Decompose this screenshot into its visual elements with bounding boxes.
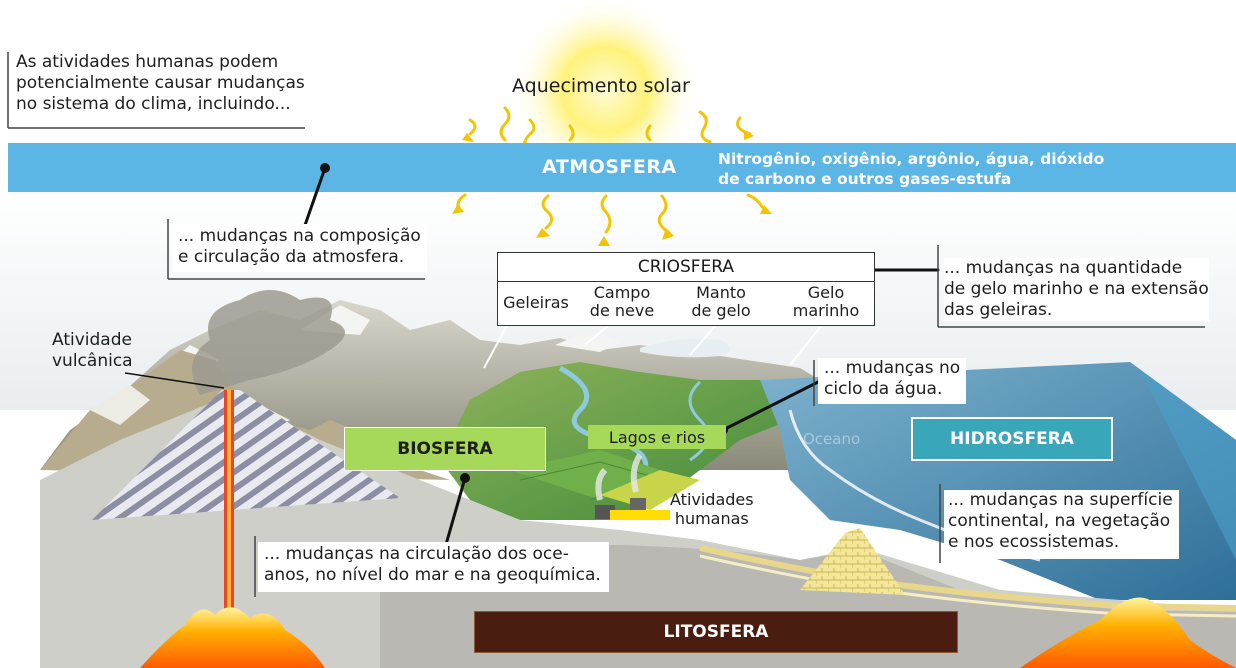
cryo-part-sea-ice: Gelo marinho	[786, 284, 866, 320]
cryo-snow-line-1: Campo	[593, 283, 651, 302]
volcanic-activity-label: Atividade vulcânica	[52, 330, 133, 372]
callout-water-cycle-change: ... mudanças no ciclo da água.	[818, 358, 967, 404]
cryo-snow-line-2: de neve	[589, 301, 655, 320]
atmosphere-composition-line-1: Nitrogênio, oxigênio, argônio, água, dió…	[718, 150, 1105, 168]
atmosphere-composition-line-2: de carbono e outros gases-estufa	[718, 170, 1012, 188]
callout-atmosphere-change: ... mudanças na composição e circulação …	[172, 224, 427, 272]
atmosphere-composition: Nitrogênio, oxigênio, argônio, água, dió…	[718, 149, 1104, 189]
callout-continent-line-2: continental, na vegetação	[948, 511, 1171, 531]
callout-continent-line-3: e nos ecossistemas.	[948, 532, 1120, 552]
sun-label: Aquecimento solar	[512, 75, 690, 97]
callout-continent-change: ... mudanças na superfície continental, …	[944, 490, 1179, 559]
callout-ocean-line-1: ... mudanças na circulação dos oce-	[264, 544, 569, 564]
callout-atmosphere-line-2: e circulação da atmosfera.	[178, 247, 405, 267]
cryo-part-snow-field: Campo de neve	[585, 284, 659, 320]
cryo-seaice-line-2: marinho	[792, 301, 860, 320]
lakes-rivers-label: Lagos e rios	[588, 425, 726, 449]
intro-line-1: As atividades humanas podem	[16, 52, 279, 72]
cryo-part-ice-sheet: Manto de gelo	[684, 284, 758, 320]
callout-atmosphere-line-1: ... mudanças na composição	[178, 226, 421, 246]
cryosphere-title: CRIOSFERA	[498, 253, 874, 282]
cryo-icesheet-line-2: de gelo	[691, 301, 751, 320]
callout-ocean-line-2: anos, no nível do mar e na geoquímica.	[264, 565, 601, 585]
callout-cryo-line-1: ... mudanças na quantidade	[944, 258, 1183, 278]
cryosphere-box: CRIOSFERA	[497, 252, 875, 326]
human-activities-line-2: humanas	[674, 509, 749, 528]
cryo-icesheet-line-1: Manto	[696, 283, 746, 302]
callout-continent-line-1: ... mudanças na superfície	[948, 490, 1173, 510]
human-activities-label: Atividades humanas	[670, 490, 754, 528]
biosphere-label: BIOSFERA	[344, 427, 546, 471]
intro-line-3: no sistema do clima, incluindo...	[16, 94, 291, 114]
cryo-seaice-line-1: Gelo	[807, 283, 845, 302]
volcanic-line-1: Atividade	[52, 330, 132, 350]
intro-text: As atividades humanas podem potencialmen…	[16, 52, 305, 115]
volcanic-line-2: vulcânica	[52, 351, 133, 371]
callout-ocean-change: ... mudanças na circulação dos oce- anos…	[258, 542, 609, 592]
human-activities-line-1: Atividades	[670, 490, 754, 509]
cryo-part-glaciers: Geleiras	[500, 294, 572, 312]
callout-cryo-line-2: de gelo marinho e na extensão	[944, 279, 1209, 299]
lithosphere-label: LITOSFERA	[474, 611, 958, 653]
callout-water-line-2: ciclo da água.	[824, 379, 943, 399]
callout-water-line-1: ... mudanças no	[824, 358, 961, 378]
callout-cryo-line-3: das geleiras.	[944, 300, 1053, 320]
cryo-glaciers-label: Geleiras	[503, 293, 569, 312]
ocean-label: Oceano	[803, 430, 861, 448]
callout-cryosphere-change: ... mudanças na quantidade de gelo marin…	[944, 258, 1209, 321]
hydrosphere-label: HIDROSFERA	[911, 417, 1113, 461]
intro-line-2: potencialmente causar mudanças	[16, 73, 305, 93]
atmosphere-title: ATMOSFERA	[542, 156, 677, 178]
